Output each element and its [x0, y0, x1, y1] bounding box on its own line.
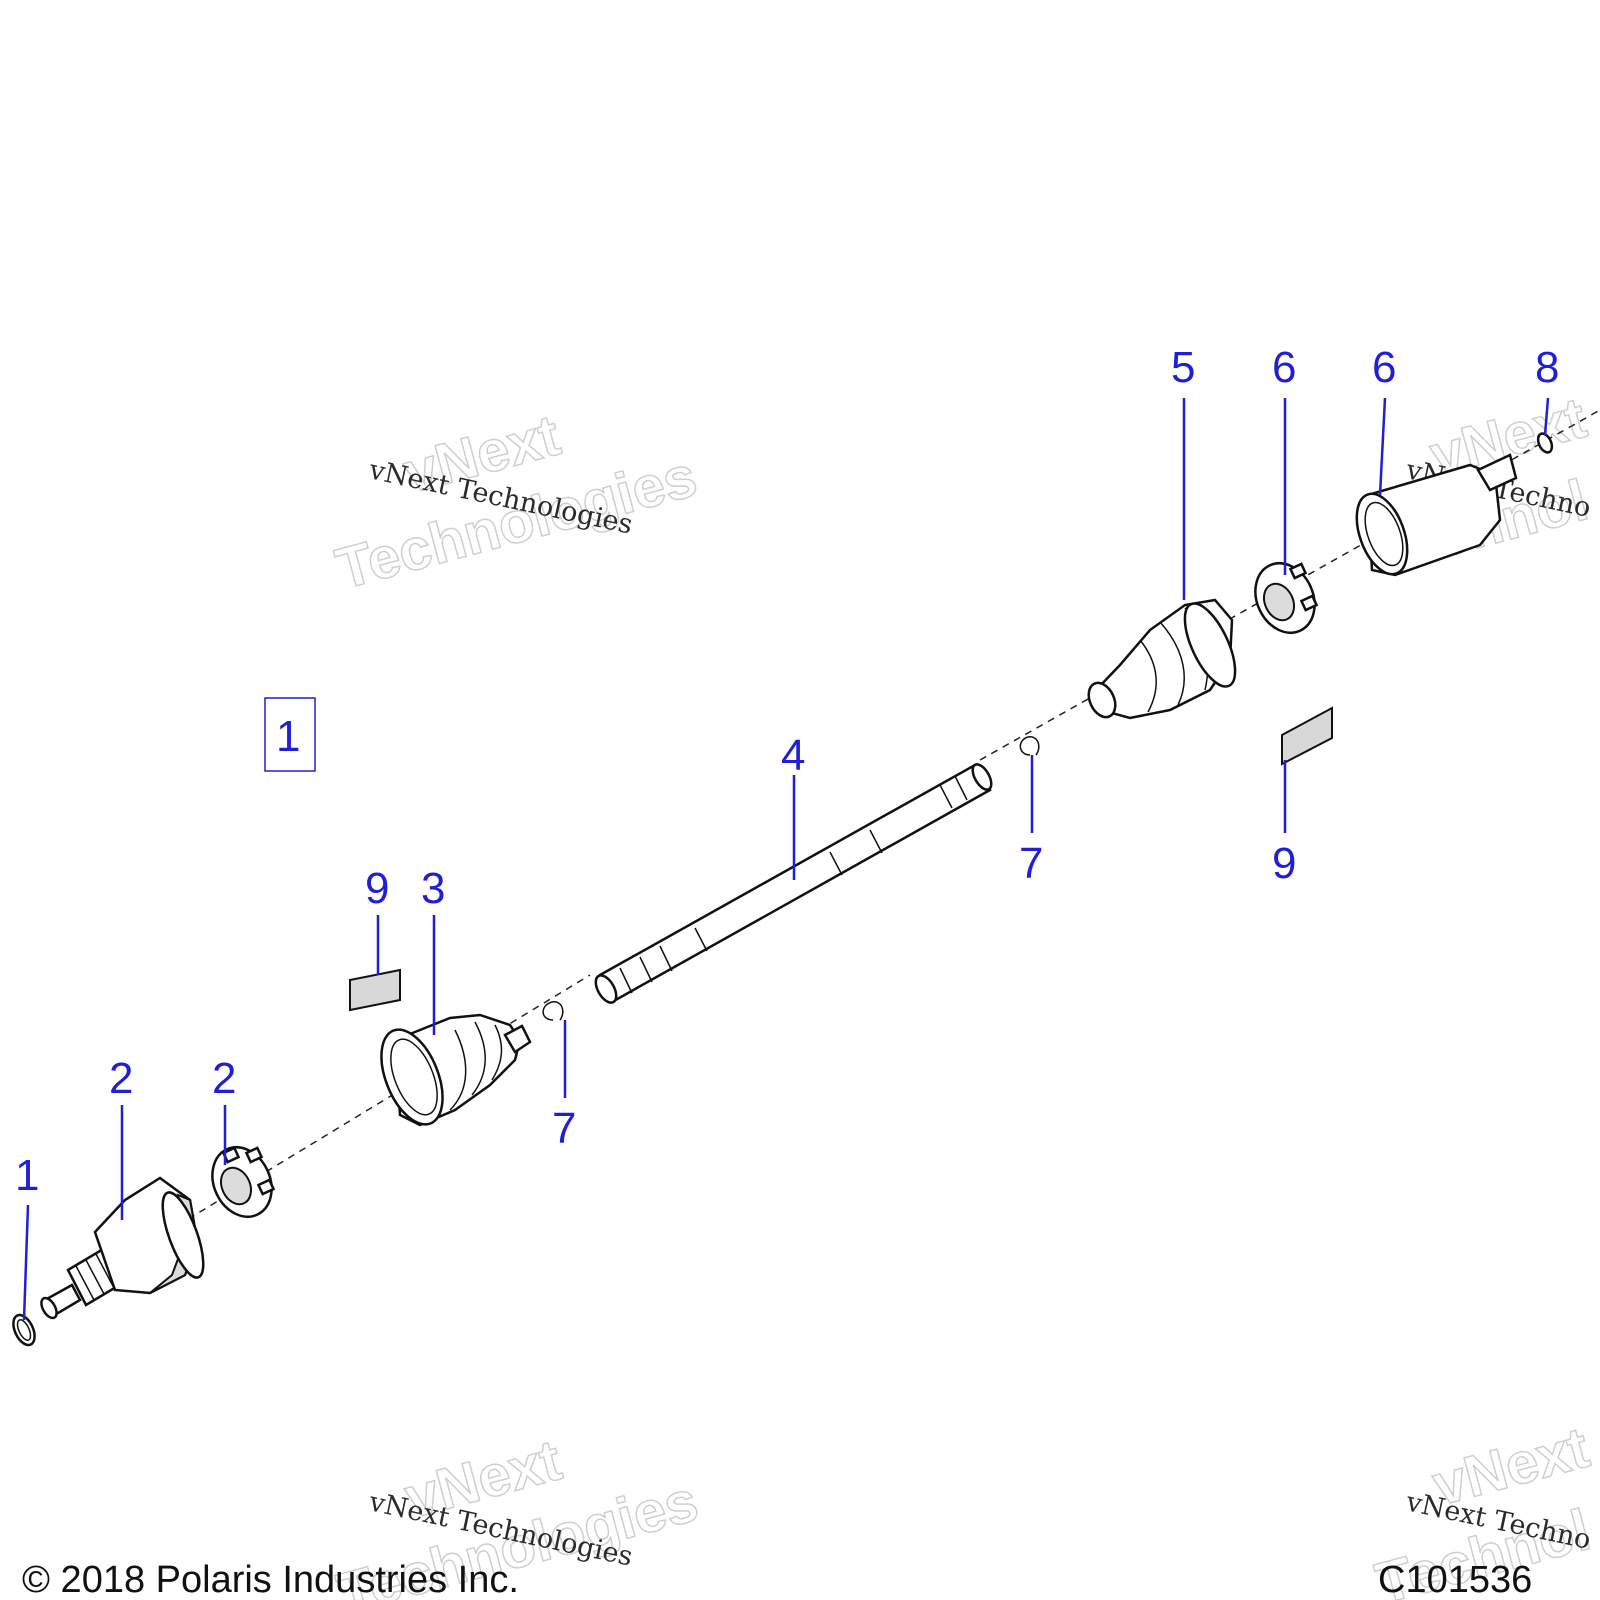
callout-2-housing: 2 [109, 1054, 133, 1103]
part-6-bearing-cage [1254, 562, 1319, 634]
callout-7-left: 7 [552, 1104, 576, 1153]
callout-6-housing: 6 [1372, 343, 1396, 392]
copyright-text: © 2018 Polaris Industries Inc. [22, 1559, 519, 1600]
part-6-cv-housing [1355, 453, 1518, 577]
callout-4: 4 [781, 731, 805, 780]
part-3-cv-boot [380, 1013, 532, 1127]
reference-box [264, 697, 316, 772]
callout-5: 5 [1171, 343, 1195, 392]
callout-8: 8 [1535, 343, 1559, 392]
callout-2-cage: 2 [212, 1054, 236, 1103]
figure-id: C101536 [1378, 1559, 1532, 1600]
part-7-circlip-left [542, 1001, 564, 1021]
part-2-bearing-cage [211, 1146, 276, 1218]
callout-9-right: 9 [1272, 839, 1296, 888]
part-5-cv-boot [1087, 598, 1237, 720]
callout-6-cage: 6 [1272, 343, 1296, 392]
part-9-label-left [349, 968, 401, 1012]
callout-9-left: 9 [365, 864, 389, 913]
part-2-cv-housing [40, 1176, 205, 1320]
part-7-circlip-right [1019, 736, 1040, 756]
callout-3: 3 [421, 864, 445, 913]
callout-7-right: 7 [1019, 839, 1043, 888]
part-1-retaining-ring [12, 1313, 36, 1347]
part-9-label-right [1281, 706, 1333, 766]
callout-1-reference: 1 [276, 712, 300, 761]
part-4-axle-shaft [594, 763, 993, 1004]
callout-1: 1 [15, 1151, 39, 1200]
leader-lines [22, 397, 1550, 1321]
part-8-retaining-ring [1536, 432, 1554, 454]
